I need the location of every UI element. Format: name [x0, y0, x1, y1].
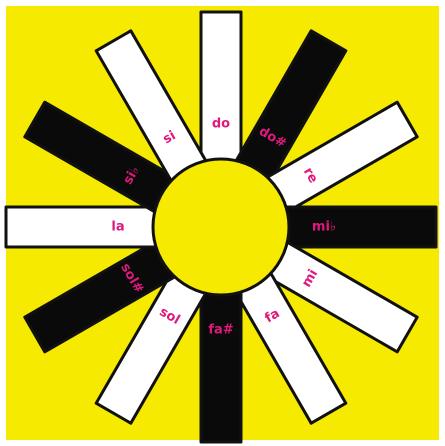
key-fa-sharp — [201, 282, 241, 442]
label-fa-sharp: fa# — [208, 323, 233, 338]
key-mi-flat — [276, 207, 436, 247]
key-do — [201, 12, 241, 172]
label-mi-flat: mi♭ — [312, 220, 336, 235]
label-do: do — [212, 117, 230, 132]
center-circle — [153, 159, 289, 295]
key-la — [6, 207, 166, 247]
label-la: la — [111, 220, 124, 235]
